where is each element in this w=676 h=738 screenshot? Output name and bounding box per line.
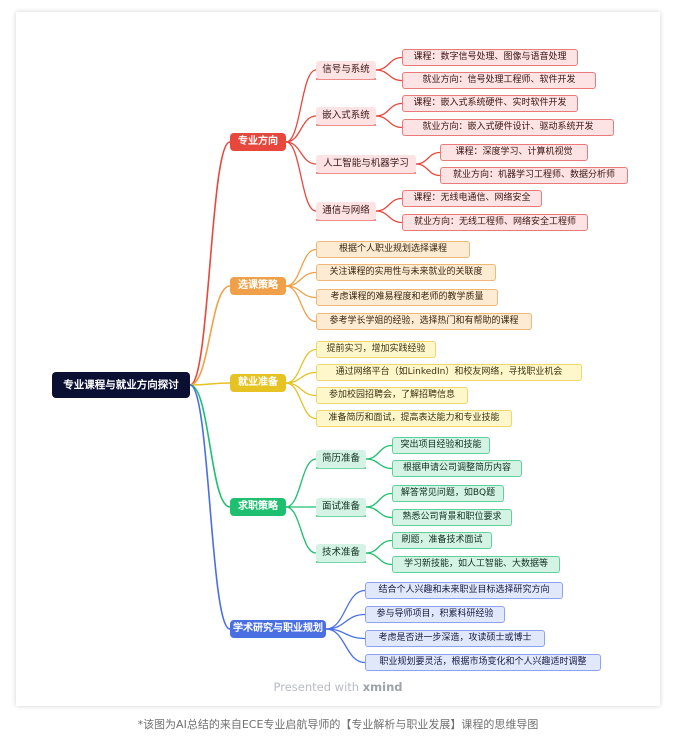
leaf-connector-major-2-2 xyxy=(375,115,403,129)
main-topic-prep[interactable]: 就业准备 xyxy=(230,374,286,392)
leaf-major-2-1[interactable]: 课程：嵌入式系统硬件、实时软件开发 xyxy=(402,95,578,112)
leaf-connector-major-2-1 xyxy=(375,102,403,117)
leaf-major-3-2[interactable]: 就业方向：机器学习工程师、数据分析师 xyxy=(440,167,628,184)
main-topic-research[interactable]: 学术研究与职业规划 xyxy=(230,620,326,638)
root-connector-job xyxy=(189,384,231,508)
leaf-major-1-2[interactable]: 就业方向：信号处理工程师、软件开发 xyxy=(402,72,596,89)
subtopic-major-2[interactable]: 嵌入式系统 xyxy=(316,107,376,125)
watermark: Presented with xmind xyxy=(16,680,660,694)
leaf-major-1-1[interactable]: 课程：数字信号处理、图像与语音处理 xyxy=(402,49,578,66)
subtopic-major-4[interactable]: 通信与网络 xyxy=(316,202,376,220)
caption: *该图为AI总结的来自ECE专业启航导师的【专业解析与职业发展】课程的思维导图 xyxy=(137,718,539,731)
leaf-prep-1[interactable]: 提前实习，增加实践经验 xyxy=(316,341,436,358)
leaf-connector-research-4 xyxy=(325,628,366,664)
leaf-strategy-1[interactable]: 根据个人职业规划选择课程 xyxy=(316,241,470,258)
watermark-brand: xmind xyxy=(362,680,403,694)
root-topic[interactable]: 专业课程与就业方向探讨 xyxy=(52,372,190,398)
leaf-strategy-3[interactable]: 考虑课程的难易程度和老师的教学质量 xyxy=(316,289,498,306)
leaf-connector-job-3-1 xyxy=(365,539,393,554)
leaf-connector-prep-4 xyxy=(285,382,317,420)
leaf-research-3[interactable]: 考虑是否进一步深造，攻读硕士或博士 xyxy=(365,630,545,647)
leaf-major-2-2[interactable]: 就业方向：嵌入式硬件设计、驱动系统开发 xyxy=(402,119,614,136)
sub-connector-major-4 xyxy=(285,141,317,212)
leaf-job-1-2[interactable]: 根据申请公司调整简历内容 xyxy=(392,460,522,477)
leaf-research-4[interactable]: 职业规划要灵活，根据市场变化和个人兴趣适时调整 xyxy=(365,654,601,671)
subtopic-job-2[interactable]: 面试准备 xyxy=(316,498,366,516)
leaf-major-4-1[interactable]: 课程：无线电通信、网络安全 xyxy=(402,190,542,207)
subtopic-major-3[interactable]: 人工智能与机器学习 xyxy=(316,155,416,173)
connector-lines xyxy=(189,56,441,664)
leaf-connector-major-1-2 xyxy=(375,69,403,82)
leaf-research-2[interactable]: 参与导师项目，积累科研经验 xyxy=(365,606,505,623)
leaf-connector-major-4-2 xyxy=(375,210,403,224)
leaf-job-2-2[interactable]: 熟悉公司背景和职位要求 xyxy=(392,509,512,526)
leaf-connector-job-1-1 xyxy=(365,444,393,460)
leaf-connector-job-1-2 xyxy=(365,458,393,470)
leaf-connector-research-1 xyxy=(325,589,366,630)
leaf-connector-strategy-1 xyxy=(285,248,317,287)
sub-connector-major-2 xyxy=(285,115,317,143)
leaf-connector-major-1-1 xyxy=(375,56,403,71)
root-connector-research xyxy=(189,384,231,630)
root-connector-major xyxy=(189,141,231,386)
leaf-job-3-1[interactable]: 刷题，准备技术面试 xyxy=(392,532,492,549)
subtopic-major-1[interactable]: 信号与系统 xyxy=(316,61,376,79)
leaf-strategy-2[interactable]: 关注课程的实用性与未来就业的关联度 xyxy=(316,264,496,281)
leaf-connector-major-3-1 xyxy=(415,151,441,165)
leaf-major-4-2[interactable]: 就业方向：无线工程师、网络安全工程师 xyxy=(402,214,588,231)
sub-connector-job-3 xyxy=(285,506,317,554)
leaf-connector-major-4-1 xyxy=(375,197,403,212)
main-topic-major[interactable]: 专业方向 xyxy=(230,133,286,151)
main-topic-job[interactable]: 求职策略 xyxy=(230,498,286,516)
watermark-prefix: Presented with xyxy=(273,680,360,694)
leaf-connector-job-2-1 xyxy=(365,492,393,508)
mindmap-card: 专业课程与就业方向探讨专业方向信号与系统课程：数字信号处理、图像与语音处理就业方… xyxy=(16,12,660,706)
leaf-connector-research-2 xyxy=(325,613,366,630)
leaf-prep-2[interactable]: 通过网络平台（如LinkedIn）和校友网络，寻找职业机会 xyxy=(316,364,582,381)
leaf-major-3-1[interactable]: 课程：深度学习、计算机视觉 xyxy=(440,144,588,161)
leaf-prep-4[interactable]: 准备简历和面试，提高表达能力和专业技能 xyxy=(316,410,512,427)
subtopic-job-3[interactable]: 技术准备 xyxy=(316,544,366,562)
leaf-connector-job-2-2 xyxy=(365,506,393,519)
leaf-job-2-1[interactable]: 解答常见问题，如BQ题 xyxy=(392,485,504,502)
subtopic-job-1[interactable]: 简历准备 xyxy=(316,450,366,468)
leaf-strategy-4[interactable]: 参考学长学姐的经验，选择热门和有帮助的课程 xyxy=(316,313,532,330)
leaf-prep-3[interactable]: 参加校园招聘会，了解招聘信息 xyxy=(316,387,468,404)
leaf-connector-strategy-4 xyxy=(285,285,317,323)
leaf-job-3-2[interactable]: 学习新技能，如人工智能、大数据等 xyxy=(392,556,560,573)
root-connector-strategy xyxy=(189,285,231,386)
leaf-connector-job-3-2 xyxy=(365,552,393,566)
leaf-research-1[interactable]: 结合个人兴趣和未来职业目标选择研究方向 xyxy=(365,582,563,599)
leaf-connector-major-3-2 xyxy=(415,163,441,177)
leaf-job-1-1[interactable]: 突出项目经验和技能 xyxy=(392,437,490,454)
root-connector-prep xyxy=(189,382,231,386)
main-topic-strategy[interactable]: 选课策略 xyxy=(230,277,286,295)
sub-connector-major-1 xyxy=(285,69,317,143)
sub-connector-job-1 xyxy=(285,458,317,508)
leaf-connector-prep-1 xyxy=(285,348,317,384)
